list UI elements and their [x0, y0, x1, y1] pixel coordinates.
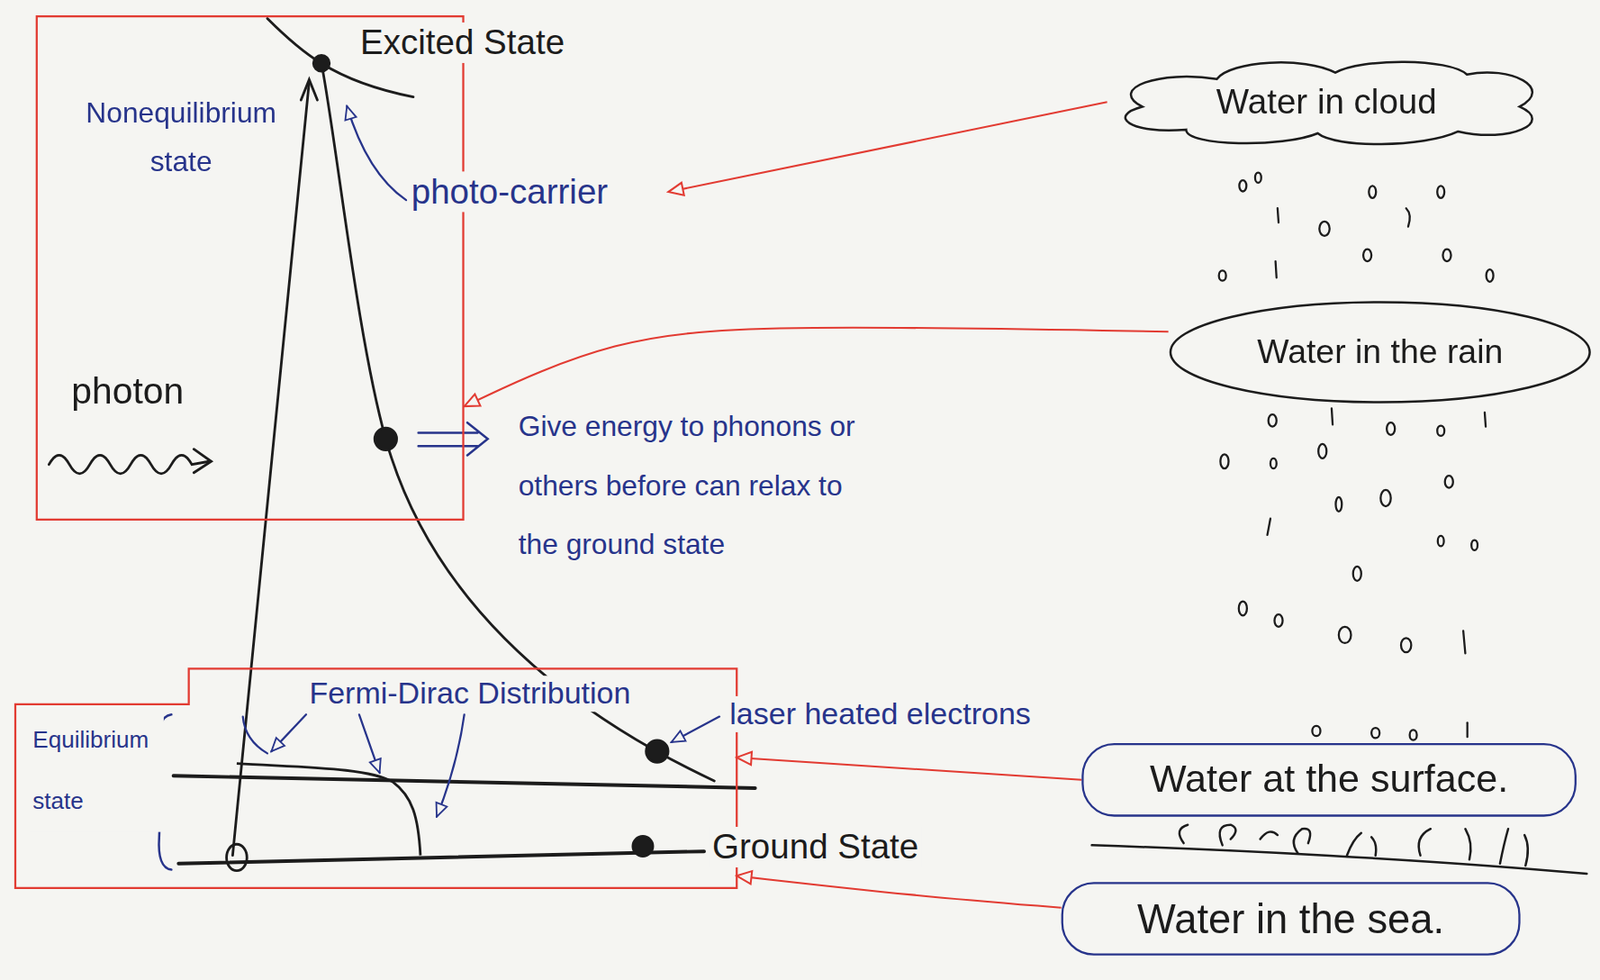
rain-drop	[1270, 458, 1277, 469]
node-text: Water in cloud	[1216, 81, 1438, 122]
node-text: Water at the surface.	[1149, 757, 1509, 803]
rain-drop	[1338, 626, 1352, 643]
rain-drop	[1484, 412, 1486, 427]
leader-arrow	[671, 716, 720, 742]
rain-drop	[1437, 535, 1445, 546]
node-text: Water in the sea.	[1137, 894, 1445, 942]
leader-arrow	[436, 714, 465, 816]
rain-drop	[1335, 497, 1342, 512]
annotation-label: Ground State	[709, 826, 923, 867]
rain-drop	[1442, 249, 1451, 263]
double-arrow	[418, 422, 489, 455]
callout-arrow	[464, 327, 1169, 407]
rain-drop	[1238, 601, 1248, 616]
region-box: Nonequilibrium state photon	[36, 15, 465, 521]
annotation-label: Give energy to phonons or others before …	[515, 397, 889, 575]
sea-surface	[1260, 831, 1278, 839]
rain-drop	[1437, 185, 1445, 199]
node-text: Nonequilibrium state	[73, 89, 290, 187]
energy-level	[173, 775, 756, 863]
electron-dot	[226, 843, 248, 870]
rain-drop	[1386, 422, 1395, 435]
node-text: Water in the rain	[1256, 332, 1503, 371]
rain-drop	[1486, 269, 1494, 282]
leader-arrow	[243, 716, 268, 754]
rain-drop	[1275, 261, 1277, 278]
rain-drop	[1437, 425, 1445, 436]
rain-drop	[1268, 414, 1277, 427]
rain-ellipse: Water in the rain	[1168, 300, 1592, 403]
photon-wave	[48, 454, 209, 473]
rain-drop	[1371, 727, 1380, 738]
rain-drop	[1363, 249, 1372, 263]
rain-drop	[1331, 407, 1333, 425]
rain-drop	[1311, 725, 1320, 736]
rain-drop	[1318, 443, 1327, 459]
callout-arrow	[736, 875, 1061, 907]
rain-drop	[1380, 489, 1391, 507]
electron-dot	[645, 740, 669, 763]
region-outline	[15, 668, 737, 888]
transition-line	[232, 81, 309, 856]
label-box: Water in the sea.	[1061, 881, 1521, 956]
sea-surface	[1293, 828, 1311, 853]
cloud-shape: Water in cloud	[1107, 55, 1546, 148]
ellipse-outline	[1170, 301, 1591, 402]
rain-drop	[1466, 722, 1469, 737]
sea-surface	[1419, 828, 1431, 855]
rain-drop	[1401, 637, 1411, 652]
rain-drop	[1319, 221, 1329, 236]
annotation-label: Excited State	[357, 22, 569, 63]
sea-surface	[1464, 828, 1471, 859]
rain-drop	[1238, 180, 1247, 191]
rain-drop	[1274, 614, 1283, 627]
sea-surface	[1371, 836, 1376, 855]
node-text: photon	[68, 369, 188, 412]
rain-drop	[1267, 518, 1271, 535]
photon-wave	[48, 449, 211, 474]
callout-arrow	[668, 101, 1107, 192]
annotation-label: laser heated electrons	[726, 696, 1034, 732]
sea-surface	[1179, 824, 1188, 843]
rain-drop	[1410, 729, 1418, 740]
rain-drop	[1406, 207, 1411, 226]
energy-level	[173, 775, 756, 788]
label-box: Water at the surface.	[1081, 742, 1577, 817]
leader-arrow	[271, 714, 307, 751]
annotation-label: photo-carrier	[407, 171, 611, 211]
sea-surface	[1092, 844, 1588, 874]
node-text: Equilibrium state	[29, 709, 163, 832]
electron-dot	[632, 835, 654, 857]
rain-drop	[1219, 172, 1494, 741]
double-arrow	[418, 422, 489, 455]
distribution-curve	[236, 763, 421, 856]
sea-surface	[1092, 824, 1588, 874]
region-box: Equilibrium state Fermi-Dirac Distributio…	[15, 668, 737, 888]
cloud-outline	[1125, 62, 1533, 145]
rain-drop	[1368, 185, 1376, 199]
electron-dot	[374, 427, 398, 451]
leader-arrow	[359, 714, 380, 773]
rain-drop	[1445, 475, 1454, 489]
sea-surface	[1500, 828, 1509, 864]
rain-drop	[1471, 540, 1478, 551]
rain-drop	[1220, 453, 1229, 469]
rain-drop	[1463, 630, 1465, 653]
electron-dot	[313, 54, 330, 72]
callout-arrow	[736, 757, 1082, 780]
rain-drop	[1353, 566, 1362, 581]
energy-level	[178, 850, 705, 864]
distribution-curve	[236, 763, 421, 856]
sea-surface	[1346, 832, 1362, 856]
rain-drop	[1277, 207, 1279, 223]
leader-arrow	[346, 106, 407, 200]
node-text: Fermi-Dirac Distribution	[306, 675, 634, 711]
photon-wave	[193, 449, 211, 473]
rain-drop	[1255, 172, 1262, 183]
rain-drop	[1219, 270, 1227, 281]
transition-line	[300, 79, 317, 100]
sea-surface	[1220, 824, 1237, 846]
sea-surface	[1524, 834, 1528, 866]
